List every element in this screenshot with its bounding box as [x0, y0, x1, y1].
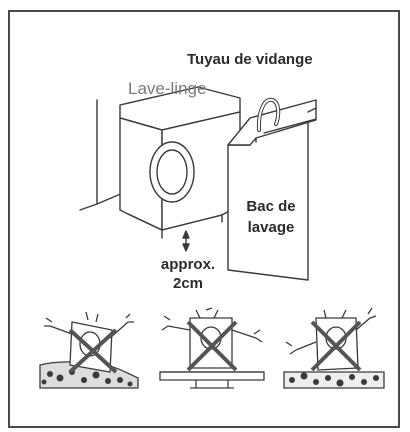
clearance-label: approx. 2cm: [152, 255, 224, 293]
drain-hose-label: Tuyau de vidange: [187, 51, 313, 68]
basin-label-line2: lavage: [247, 219, 295, 236]
laundry-basin: [227, 99, 317, 281]
washing-machine: [119, 86, 241, 239]
clearance-label-line1: approx.: [160, 256, 216, 273]
cross-mark-1: [68, 328, 118, 374]
washer-label: Lave-linge: [128, 79, 207, 98]
basin-label: Bac de lavage: [236, 196, 306, 238]
clearance-label-line2: 2cm: [172, 275, 204, 292]
cross-mark-3: [310, 320, 362, 372]
cross-mark-2: [186, 320, 238, 372]
basin-label-line1: Bac de: [246, 198, 296, 215]
floor-line-left: [79, 203, 98, 211]
